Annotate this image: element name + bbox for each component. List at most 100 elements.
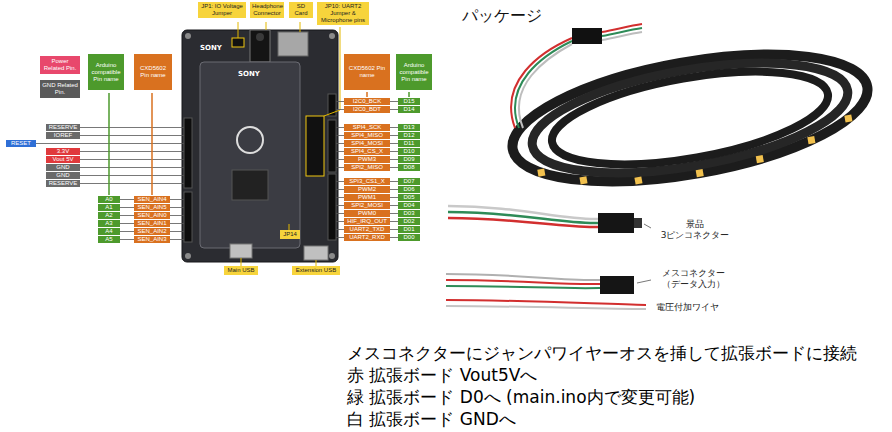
- cxd-pin: HIF_IRQ_OUT: [344, 218, 390, 225]
- arduino-pin: D06: [398, 186, 420, 193]
- pin-line: [336, 213, 344, 214]
- node-text: GND: [48, 164, 78, 171]
- node-text: SPI4_MOSI: [346, 140, 388, 147]
- pin-connector: [390, 127, 398, 128]
- pin-connector: [390, 237, 398, 238]
- column-bar: [108, 93, 110, 195]
- node-text: Main USB: [226, 267, 256, 274]
- led-strip-reel: [503, 24, 878, 208]
- power-pin: RESERVE: [46, 180, 80, 187]
- arduino-pin: D03: [398, 210, 420, 217]
- arduino-pin: D02: [398, 218, 420, 225]
- wire: [511, 38, 572, 128]
- pin-line: [336, 127, 344, 128]
- power-pin: GND: [46, 172, 80, 179]
- extension-board: [182, 30, 338, 262]
- cxd-pin: SPI2_MISO: [344, 164, 390, 171]
- cxd-pin: SPI4_SCK: [344, 124, 390, 131]
- node-text: SPI3_CS1_X: [346, 178, 388, 185]
- node-text: UART2_TXD: [346, 226, 388, 233]
- mounting-hole: [329, 33, 335, 39]
- note-line: 赤 拡張ボード Vout5Vへ: [347, 365, 537, 385]
- leader-line: [266, 22, 267, 30]
- led-strip: [503, 32, 877, 205]
- pin-line: [336, 237, 344, 238]
- wire: [446, 274, 600, 280]
- node-text: Headphone Connector: [252, 3, 282, 17]
- node-text: CXD5602 Pin name: [346, 65, 388, 79]
- strip-connector: [572, 28, 602, 44]
- cxd-pin: SPI3_CS1_X: [344, 178, 390, 185]
- pin-line: [80, 183, 184, 184]
- arduino-pin: D05: [398, 194, 420, 201]
- node-text: D10: [400, 148, 418, 155]
- pin-line: [336, 229, 344, 230]
- arduino-pin: D08: [398, 164, 420, 171]
- led: [756, 155, 764, 163]
- node-text: JP10: UART2 Jumper & Microphone pins: [319, 3, 367, 24]
- arduino-pin: D10: [398, 148, 420, 155]
- node-text: RESERVE: [48, 124, 78, 131]
- pin-line: [170, 223, 184, 224]
- pin-connector: [390, 109, 398, 110]
- column-bar: [408, 92, 410, 97]
- led: [696, 169, 704, 177]
- cxd-pin: PWM0: [344, 210, 390, 217]
- cxd-pin: SEN_AIN1: [134, 220, 170, 227]
- wire: [602, 32, 642, 40]
- power-related-box: Power Related Pin.: [40, 56, 80, 74]
- pin-line: [336, 159, 344, 160]
- node-text: SPI4_MISO: [346, 132, 388, 139]
- pin-line: [336, 221, 344, 222]
- cxd-pin: PWM2: [344, 186, 390, 193]
- node-text: SEN_AIN0: [136, 212, 168, 219]
- header-bars: [109, 92, 409, 195]
- part-label: メスコネクター （データ入力）: [654, 268, 732, 290]
- node-text: PWM1: [346, 194, 388, 201]
- node-text: D00: [400, 234, 418, 241]
- cxd-pin: SPI2_MOSI: [344, 202, 390, 209]
- node-text: D15: [400, 98, 418, 105]
- cxd-pin: SEN_AIN5: [134, 204, 170, 211]
- power-pin: IOREF: [46, 132, 80, 139]
- sd-card-slot: [278, 32, 308, 56]
- callout-label: Headphone Connector: [250, 2, 284, 18]
- pin-line: [80, 151, 184, 152]
- note-line: 白 拡張ボード GNDへ: [347, 409, 516, 429]
- arduino-pin: A1: [98, 204, 120, 211]
- power-pin: RESERVE: [46, 124, 80, 131]
- connector-tip: [634, 218, 642, 228]
- jumper-header: [306, 116, 324, 176]
- node-text: D08: [400, 164, 418, 171]
- cxd-pin: SEN_AIN4: [134, 196, 170, 203]
- callout-label: SD Card: [289, 2, 313, 18]
- pin-connector: [390, 221, 398, 222]
- pin-connector: [390, 159, 398, 160]
- pin-line: [336, 109, 344, 110]
- board-logo: SONY: [200, 44, 222, 53]
- pin-line: [170, 231, 184, 232]
- pin-connector: [390, 181, 398, 182]
- node-text: Vout 5V: [48, 156, 78, 163]
- pin-header: [184, 192, 192, 242]
- node-text: D09: [400, 156, 418, 163]
- leader-line: [637, 280, 651, 283]
- cxd-pin: SPI4_MISO: [344, 132, 390, 139]
- arduino-pin: D14: [398, 106, 420, 113]
- column-header: Arduino compatible Pin name: [396, 54, 432, 90]
- cxd-pin: I2C0_BCK: [344, 98, 390, 105]
- node-text: RESERVE: [48, 180, 78, 187]
- node-text: D07: [400, 178, 418, 185]
- column-header: CXD5602 Pin name: [344, 54, 390, 90]
- node-text: A3: [100, 220, 118, 227]
- node-text: A4: [100, 228, 118, 235]
- pin-connector: [120, 207, 134, 208]
- arduino-pin: D13: [398, 124, 420, 131]
- pin-connector: [120, 199, 134, 200]
- led-strip: [524, 43, 856, 193]
- connector-body: [598, 213, 634, 233]
- node-text: IOREF: [48, 132, 78, 139]
- node-text: A1: [100, 204, 118, 211]
- cxd-pin: UART2_TXD: [344, 226, 390, 233]
- node-text: D02: [400, 218, 418, 225]
